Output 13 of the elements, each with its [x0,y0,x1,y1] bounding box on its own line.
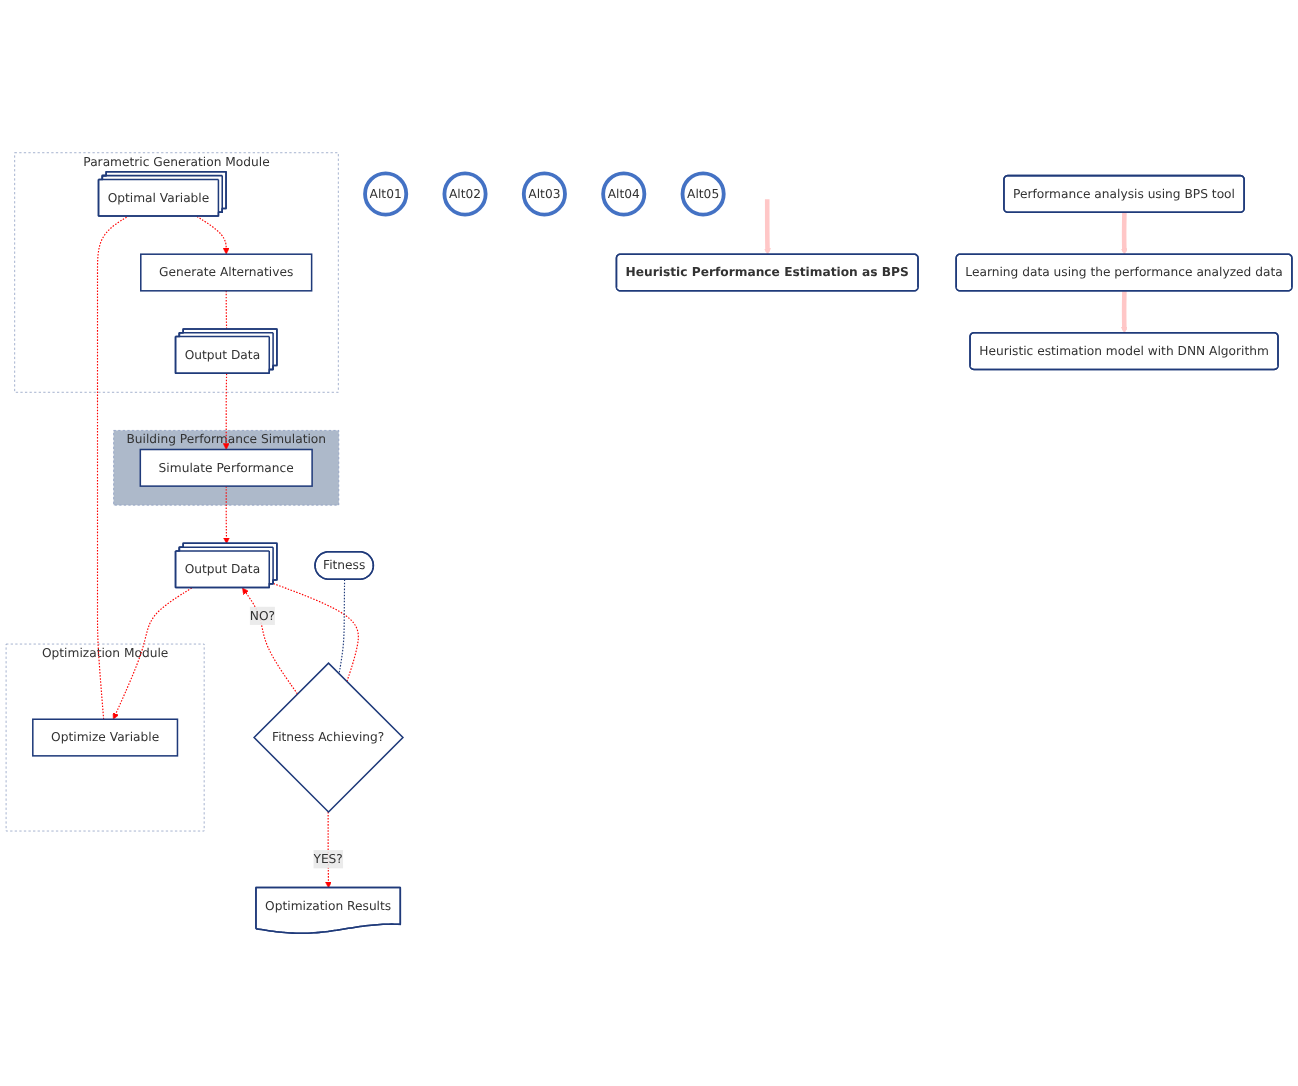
arrow [112,587,193,720]
connector [272,583,359,683]
arrow [764,199,771,255]
connector [96,215,129,720]
arrow [242,587,298,695]
arrow [1120,212,1128,255]
arrow [222,373,230,450]
arrow [325,811,332,889]
arrow [1120,291,1128,334]
arrow [196,215,230,255]
arrow [223,485,230,545]
connector [338,579,346,675]
connector [225,290,228,330]
